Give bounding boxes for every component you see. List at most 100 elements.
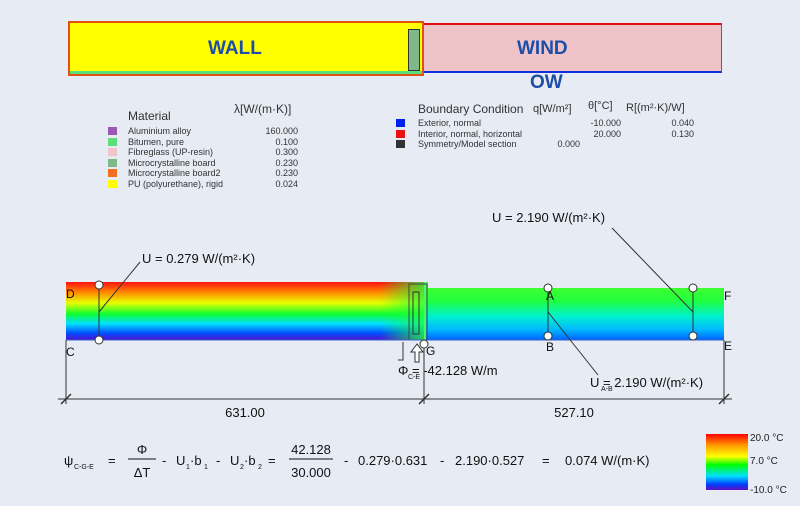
leader-phi bbox=[398, 342, 404, 361]
boundary-swatch bbox=[396, 119, 405, 127]
material-lambda: 0.230 bbox=[275, 168, 298, 178]
eq-sign: = bbox=[108, 453, 116, 468]
phi-label: Φ = -42.128 W/m bbox=[398, 363, 498, 378]
dim-tick bbox=[418, 393, 430, 405]
frac-dt: ΔT bbox=[134, 465, 151, 480]
wall-end-board bbox=[408, 29, 420, 71]
point-b: B bbox=[546, 340, 554, 354]
wall-temperature-field bbox=[66, 282, 424, 340]
boundary-r: 0.040 bbox=[671, 118, 694, 128]
wall-outer-strip bbox=[70, 71, 422, 74]
minus: - bbox=[440, 453, 444, 468]
eq-sign: = bbox=[268, 453, 276, 468]
wall-label: WALL bbox=[208, 38, 262, 59]
b1-sub: 1 bbox=[204, 464, 208, 471]
scale-max: 20.0 °C bbox=[750, 433, 783, 444]
boundary-swatch bbox=[396, 129, 405, 138]
b2-symbol: ·b bbox=[244, 453, 256, 468]
frame-board bbox=[412, 291, 420, 335]
boundary-name: Exterior, normal bbox=[418, 118, 482, 128]
leader-u1 bbox=[98, 261, 141, 313]
u-wall-label: U = 0.279 W/(m²·K) bbox=[142, 251, 255, 266]
material-lambda: 0.100 bbox=[275, 136, 298, 147]
material-lambda: 0.024 bbox=[275, 178, 298, 189]
marker bbox=[543, 331, 553, 341]
scale-mid: 7.0 °C bbox=[750, 456, 778, 467]
lambda-header: λ[W/(m·K)] bbox=[234, 102, 292, 116]
theta-header: θ[°C] bbox=[588, 100, 613, 112]
scale-min: -10.0 °C bbox=[750, 485, 787, 496]
marker bbox=[94, 280, 104, 290]
r-header: R[(m²·K)/W] bbox=[626, 102, 685, 114]
eq-sign: = bbox=[542, 453, 550, 468]
boundary-swatch bbox=[396, 140, 405, 148]
point-d: D bbox=[66, 287, 75, 301]
marker bbox=[688, 283, 698, 293]
u-window-label: U = 2.190 W/(m²·K) bbox=[492, 210, 605, 225]
psi-formula: ψ C-G-E = Φ ΔT - U 1 ·b 1 - U 2 ·b 2 = 4… bbox=[64, 442, 650, 480]
dim-wall: 631.00 bbox=[225, 405, 265, 420]
point-c: C bbox=[66, 345, 75, 359]
boundary-r: 0.130 bbox=[671, 128, 694, 139]
leader-u2 bbox=[611, 227, 694, 313]
window-section bbox=[424, 23, 722, 73]
boundary-name: Symmetry/Model section bbox=[418, 139, 517, 149]
material-name: Microcrystalline board bbox=[128, 157, 216, 168]
point-f: F bbox=[724, 289, 731, 303]
material-lambda: 0.230 bbox=[275, 157, 298, 168]
material-name: Fibreglass (UP-resin) bbox=[128, 147, 214, 157]
u2-symbol: U bbox=[230, 453, 239, 468]
psi-result: 0.074 W/(m·K) bbox=[565, 453, 650, 468]
phi-subscript: C-E bbox=[408, 374, 420, 381]
window-temperature-field bbox=[426, 288, 724, 340]
u-ab-subscript: A-B bbox=[601, 386, 613, 393]
term-wall: 0.279·0.631 bbox=[358, 453, 427, 468]
heat-flow-arrow-icon bbox=[410, 343, 424, 363]
point-g: G bbox=[426, 344, 435, 358]
material-swatch bbox=[108, 127, 117, 135]
frac-den: 30.000 bbox=[291, 465, 331, 480]
point-a: A bbox=[546, 289, 554, 303]
material-swatch bbox=[108, 137, 117, 146]
term-window: 2.190·0.527 bbox=[455, 453, 524, 468]
wall-section bbox=[68, 21, 424, 76]
material-name: Microcrystalline board2 bbox=[128, 168, 221, 178]
u2-sub: 2 bbox=[240, 464, 244, 471]
dim-window: 527.10 bbox=[554, 405, 594, 420]
u1-symbol: U bbox=[176, 453, 185, 468]
marker bbox=[543, 283, 553, 293]
dim-tick bbox=[60, 393, 72, 405]
boundary-theta: 20.000 bbox=[593, 128, 621, 139]
temperature-scale-bar bbox=[706, 434, 748, 490]
material-swatch bbox=[108, 179, 117, 188]
material-swatch bbox=[108, 169, 117, 177]
psi-symbol: ψ bbox=[64, 453, 73, 468]
material-name: Aluminium alloy bbox=[128, 126, 192, 136]
q-header: q[W/m²] bbox=[533, 103, 572, 115]
minus: - bbox=[344, 453, 348, 468]
boundary-q: 0.000 bbox=[557, 139, 580, 149]
material-name: PU (polyurethane), rigid bbox=[128, 178, 224, 189]
marker bbox=[688, 331, 698, 341]
b2-sub: 2 bbox=[258, 464, 262, 471]
leader-uab bbox=[547, 311, 599, 376]
boundary-name: Interior, normal, horizontal bbox=[418, 128, 523, 139]
u-ab-label: U = 2.190 W/(m²·K) bbox=[590, 375, 703, 390]
material-title: Material bbox=[128, 109, 171, 123]
material-swatch bbox=[108, 148, 117, 156]
dim-tick bbox=[718, 393, 730, 405]
transition-field bbox=[380, 282, 428, 340]
frac-num: 42.128 bbox=[291, 442, 331, 457]
psi-subscript: C-G-E bbox=[74, 464, 94, 471]
minus: - bbox=[162, 453, 166, 468]
marker bbox=[94, 335, 104, 345]
boundary-theta: -10.000 bbox=[590, 118, 621, 128]
point-e: E bbox=[724, 339, 732, 353]
boundary-title: Boundary Condition bbox=[418, 102, 524, 116]
material-lambda: 160.000 bbox=[265, 126, 298, 136]
minus: - bbox=[216, 453, 220, 468]
u1-sub: 1 bbox=[186, 464, 190, 471]
material-name: Bitumen, pure bbox=[128, 136, 185, 147]
b1-symbol: ·b bbox=[190, 453, 202, 468]
